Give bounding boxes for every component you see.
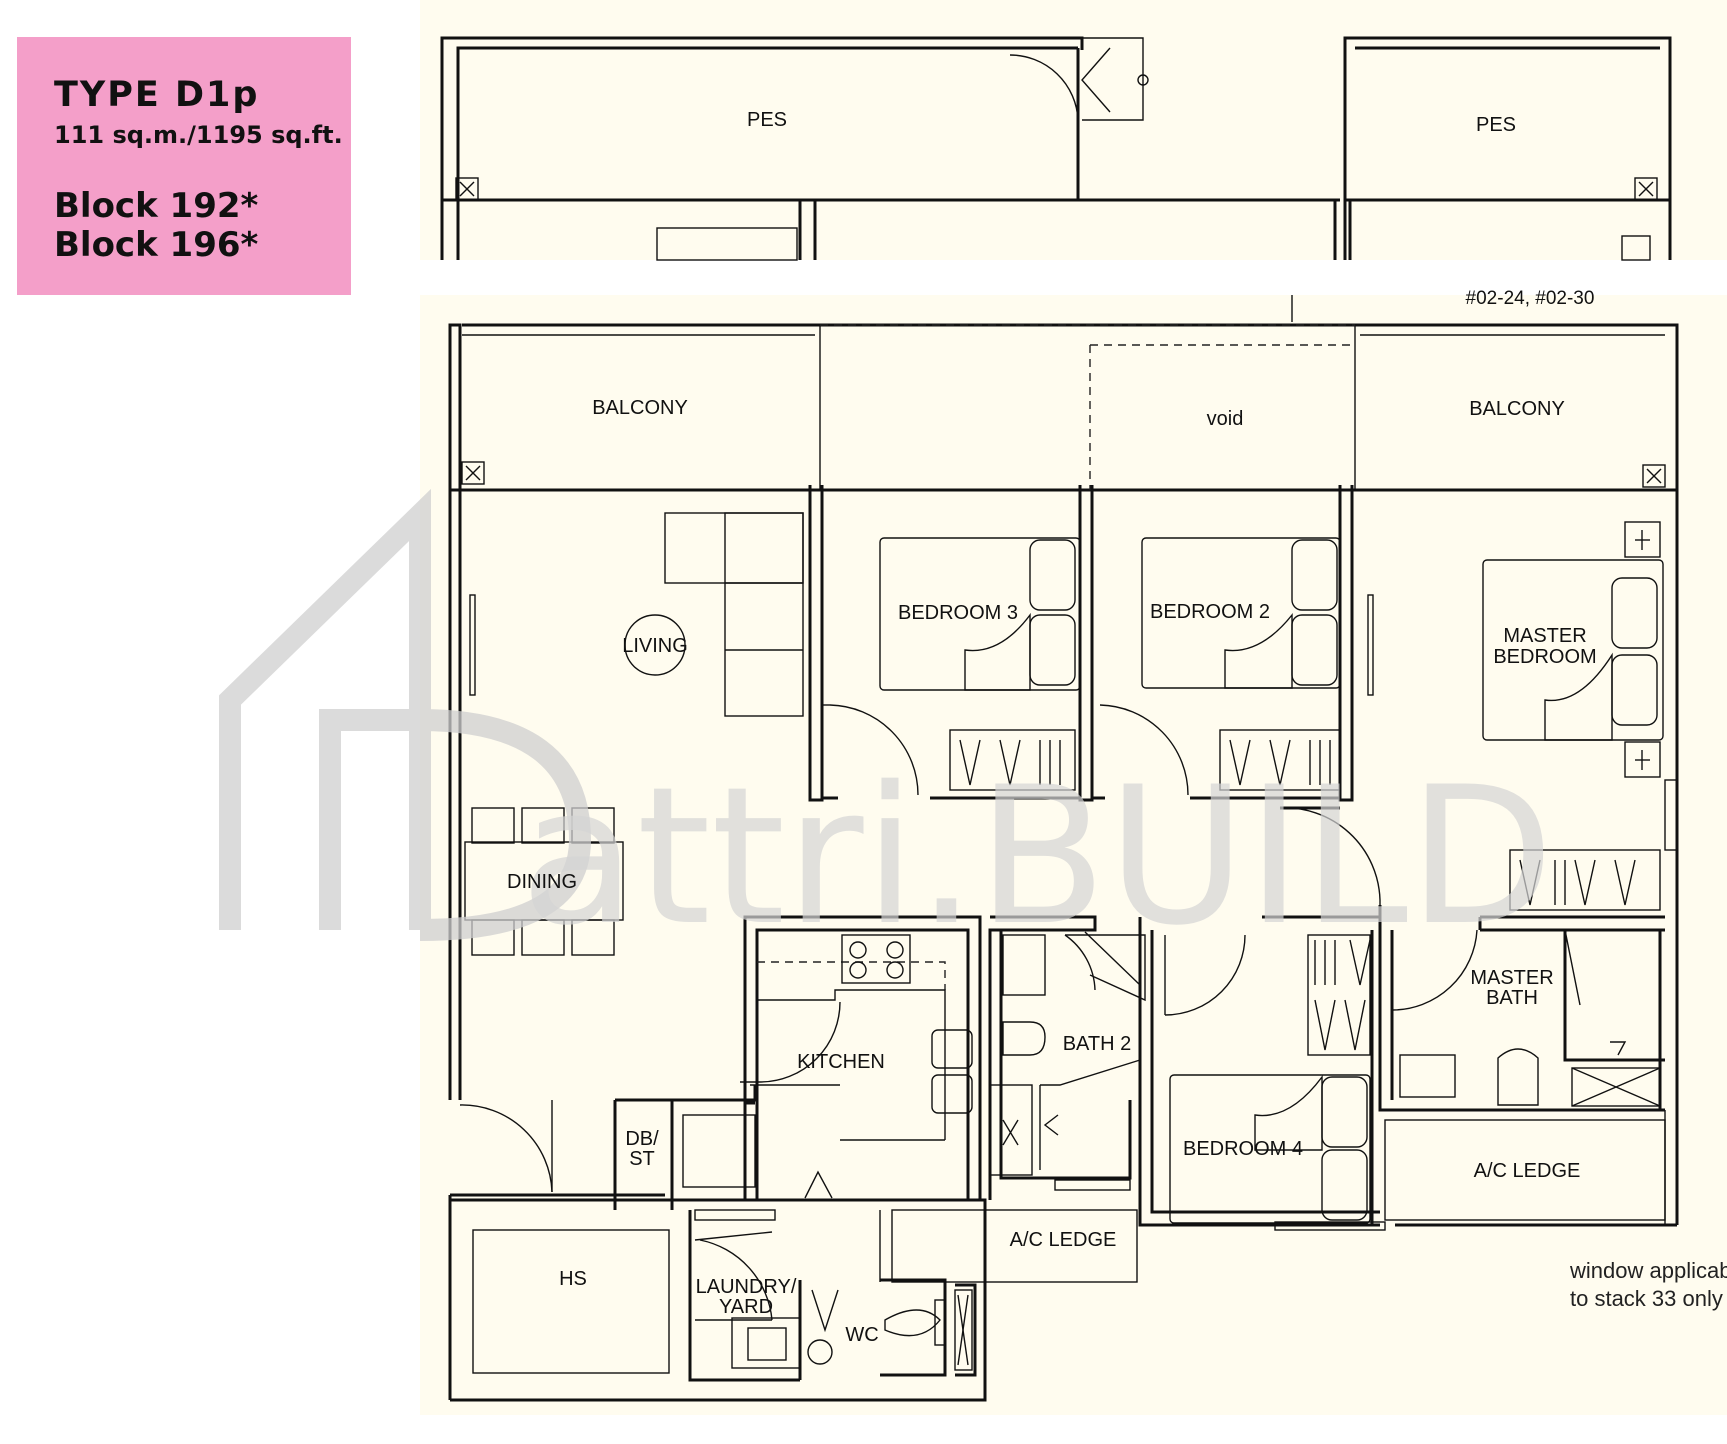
bath2-label: BATH 2 <box>1063 1033 1132 1055</box>
ac-ledge-right-label: A/C LEDGE <box>1474 1160 1581 1182</box>
balcony-lines <box>461 295 1666 490</box>
upper-details <box>455 37 1658 261</box>
block-192: Block 192* <box>54 186 259 226</box>
service-area-fixtures <box>472 1209 973 1374</box>
balcony-right-label: BALCONY <box>1469 398 1565 420</box>
master-bedroom-furniture <box>1367 521 1678 911</box>
pes-left-label: PES <box>747 109 787 131</box>
laundry-yard-label-2: YARD <box>719 1296 773 1318</box>
void-label: void <box>1207 408 1244 430</box>
void-outline <box>820 324 1355 490</box>
bedroom2-label: BEDROOM 2 <box>1150 601 1270 623</box>
bath2-fixtures <box>989 931 1146 1176</box>
bedroom2-furniture <box>1099 537 1381 917</box>
bedroom4-label: BEDROOM 4 <box>1183 1138 1303 1160</box>
kitchen-label: KITCHEN <box>797 1051 885 1073</box>
corridor-doors <box>1164 934 1246 1016</box>
window-note-line-2: to stack 33 only <box>1570 1286 1723 1311</box>
window-note-line-1: window applicable <box>1569 1258 1727 1283</box>
watermark-text: attri.BUILD <box>520 746 1554 967</box>
watermark-logo: attri.BUILD <box>219 488 1554 967</box>
unit-info-box: TYPE D1p 111 sq.m./1195 sq.ft. Block 192… <box>17 37 351 295</box>
unit-numbers: #02-24, #02-30 <box>1466 288 1595 309</box>
laundry-yard-label-1: LAUNDRY/ <box>696 1276 797 1298</box>
unit-type-title: TYPE D1p <box>54 75 260 115</box>
plan-background <box>420 295 1727 1415</box>
db-st-label-1: DB/ <box>625 1128 659 1150</box>
pes-right-label: PES <box>1476 114 1516 136</box>
bedroom3-label: BEDROOM 3 <box>898 602 1018 624</box>
balcony-left-label: BALCONY <box>592 397 688 419</box>
living-label: LIVING <box>622 635 688 657</box>
kitchen-fittings <box>682 934 973 1199</box>
db-st-label-2: ST <box>629 1148 655 1170</box>
master-bedroom-label-2: BEDROOM <box>1493 646 1596 668</box>
ac-ledge-mid-label: A/C LEDGE <box>1010 1229 1117 1251</box>
master-bath-label-2: BATH <box>1486 987 1538 1009</box>
kitchen-counter-line <box>757 961 946 990</box>
upper-plan-background <box>420 0 1727 260</box>
ac-ledges <box>879 1110 1666 1283</box>
wc-label: WC <box>845 1324 878 1346</box>
master-bedroom-label-1: MASTER <box>1503 625 1586 647</box>
master-bath-label-1: MASTER <box>1470 967 1553 989</box>
upper-floor-fragment <box>440 36 1672 260</box>
bedroom4-furniture <box>1169 934 1371 1224</box>
hs-label: HS <box>559 1268 587 1290</box>
block-196: Block 196* <box>54 225 259 265</box>
dining-label: DINING <box>507 871 577 893</box>
master-bath-fixtures <box>1391 929 1661 1107</box>
unit-area: 111 sq.m./1195 sq.ft. <box>54 121 343 149</box>
bedroom3-furniture <box>822 537 1081 796</box>
